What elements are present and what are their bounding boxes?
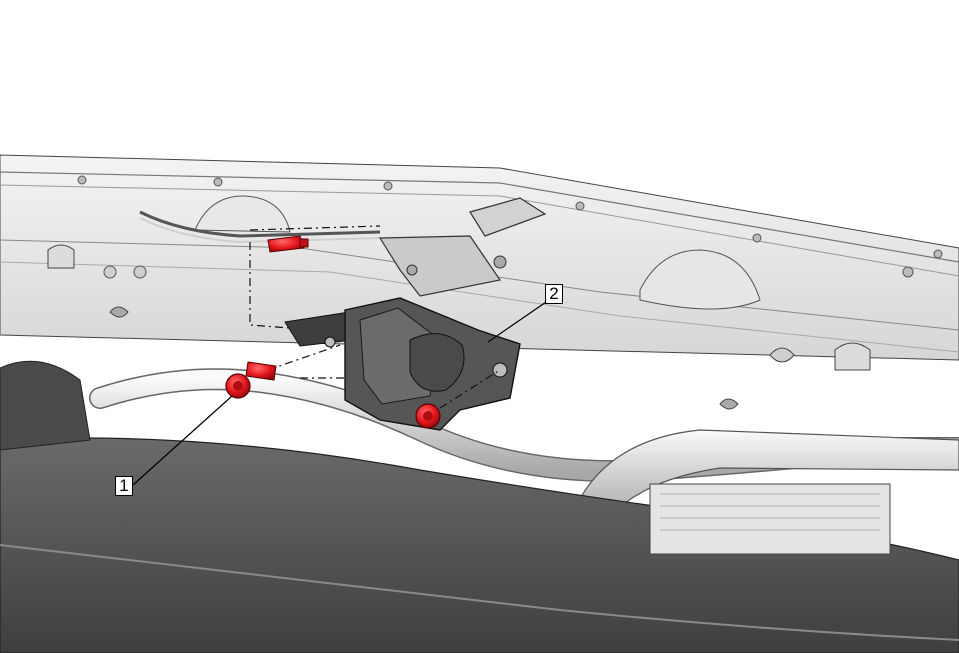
bolt-icon: [225, 373, 251, 399]
bolt-icon-lower: [415, 403, 441, 429]
hood-latch-assembly: [284, 297, 521, 431]
release-cable: [139, 197, 547, 297]
leader-lines: [132, 299, 550, 486]
callout-1: 1: [115, 476, 133, 496]
assembly-guide-lines: [249, 225, 501, 409]
wiring-pipe: [89, 368, 959, 521]
fastener-clip-upper: [267, 235, 309, 253]
callout-2: 2: [545, 284, 563, 304]
radiator-cover: [0, 360, 959, 653]
clip-icon: [245, 361, 277, 381]
